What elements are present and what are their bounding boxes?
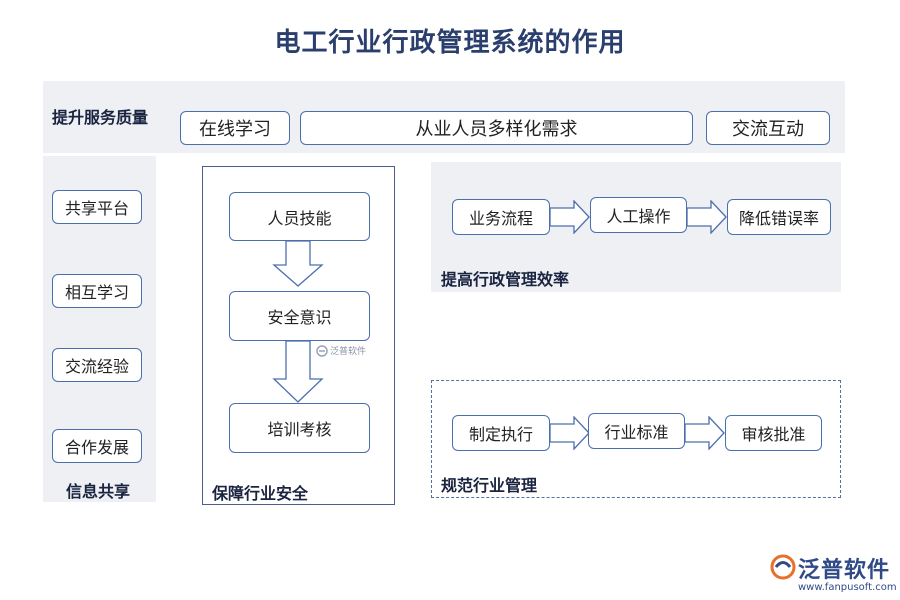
left-column-label: 信息共享 — [66, 482, 131, 501]
efficiency-label: 提高行政管理效率 — [441, 270, 570, 289]
right-arrow-icon — [687, 200, 727, 234]
top-item-online-learning: 在线学习 — [180, 111, 290, 145]
brand-logo: 泛普软件 www.fanpusoft.com — [770, 552, 897, 598]
diagram-title: 电工行业行政管理系统的作用 — [274, 28, 626, 58]
safety-item-training: 培训考核 — [229, 403, 370, 453]
down-arrow-icon — [272, 341, 324, 403]
left-item-mutual-learning: 相互学习 — [52, 274, 142, 308]
left-item-shared-platform: 共享平台 — [52, 190, 142, 224]
watermark-logo-icon — [316, 344, 328, 357]
brand-logo-icon — [770, 554, 796, 580]
standard-item-approve: 审核批准 — [725, 415, 822, 451]
brand-url: www.fanpusoft.com — [798, 582, 897, 593]
efficiency-item-reduce-errors: 降低错误率 — [727, 199, 831, 235]
standard-label: 规范行业管理 — [441, 476, 538, 495]
right-arrow-icon — [550, 200, 590, 234]
safety-label: 保障行业安全 — [212, 484, 309, 503]
right-arrow-icon — [550, 416, 590, 450]
watermark-text: 泛普软件 — [330, 347, 367, 357]
efficiency-item-process: 业务流程 — [452, 199, 550, 235]
top-item-diverse-needs: 从业人员多样化需求 — [300, 111, 693, 145]
left-item-cooperation: 合作发展 — [52, 429, 142, 463]
top-band-label: 提升服务质量 — [52, 108, 149, 127]
top-item-interaction: 交流互动 — [706, 111, 830, 145]
safety-item-awareness: 安全意识 — [229, 291, 370, 341]
watermark: 泛普软件 — [316, 344, 366, 357]
brand-name: 泛普软件 — [798, 558, 891, 583]
standard-item-execute: 制定执行 — [452, 415, 550, 451]
efficiency-item-manual: 人工操作 — [590, 197, 687, 233]
safety-item-skills: 人员技能 — [229, 192, 370, 241]
down-arrow-icon — [272, 241, 324, 287]
standard-item-industry-standard: 行业标准 — [588, 413, 685, 449]
right-arrow-icon — [685, 416, 725, 450]
left-item-exchange-experience: 交流经验 — [52, 348, 142, 382]
